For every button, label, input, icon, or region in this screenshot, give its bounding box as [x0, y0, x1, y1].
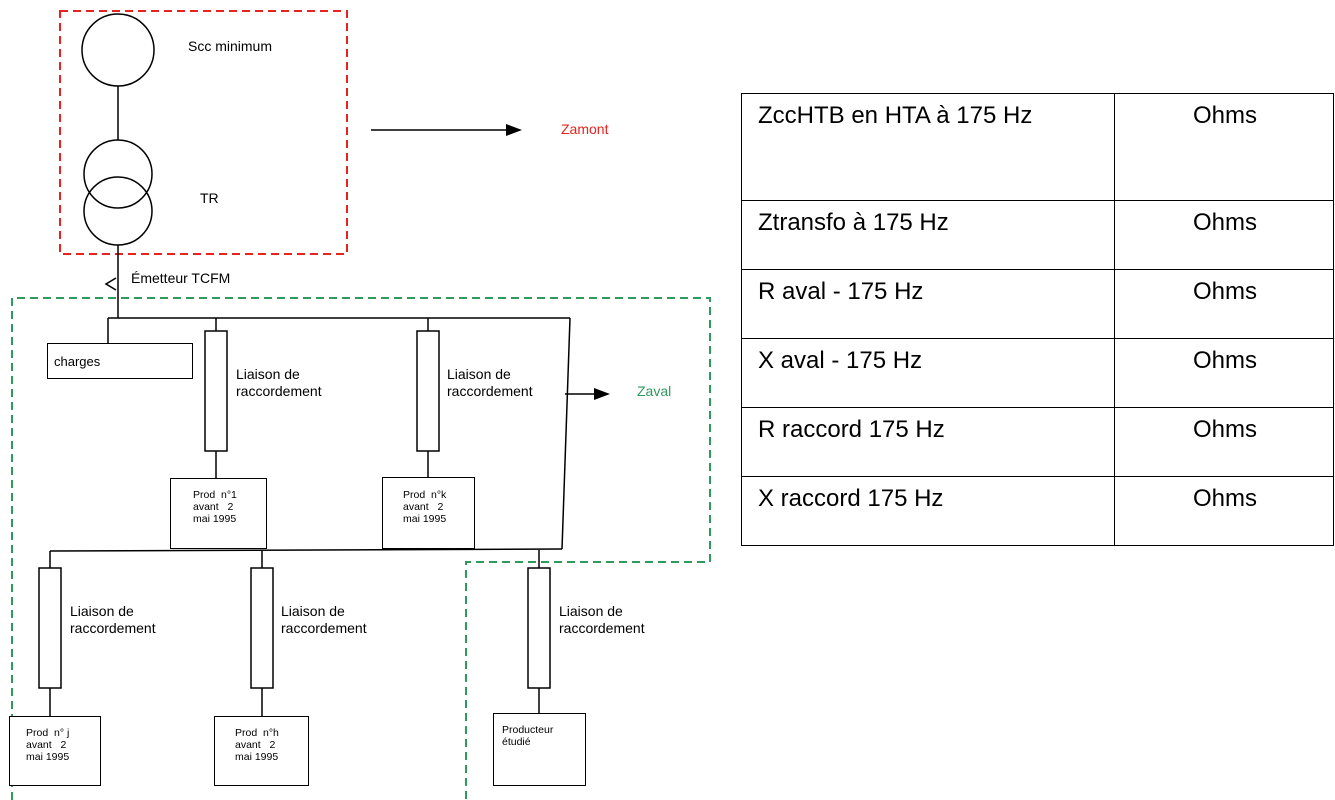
producer-4-line-2: avant 2 [235, 739, 276, 752]
producer-2-line-2: avant 2 [403, 501, 444, 514]
link-5-resistor [527, 567, 551, 689]
producer-3-line-2: avant 2 [26, 739, 67, 752]
link-1-resistor [204, 330, 228, 452]
zamont-arrow-head [506, 124, 522, 136]
producer-2-line-1: Prod n°k [403, 489, 447, 501]
table-row: R raccord 175 Hz Ohms [741, 407, 1334, 477]
producer-studied-line-1: Producteur [502, 724, 554, 736]
row-label: X aval - 175 Hz [741, 338, 1115, 408]
row-unit: Ohms [1114, 200, 1334, 270]
row-unit: Ohms [1114, 93, 1334, 201]
link-4-resistor [250, 567, 274, 689]
link-2-resistor [416, 330, 440, 452]
charges-label: charges [54, 354, 101, 369]
row-unit: Ohms [1114, 476, 1334, 546]
link-3-resistor [38, 567, 62, 689]
producer-3-line-1: Prod n° j [26, 727, 70, 739]
row-label: R raccord 175 Hz [741, 407, 1115, 477]
transformer-primary-circle [83, 139, 153, 209]
row-unit: Ohms [1114, 269, 1334, 339]
source-circle [81, 13, 155, 87]
network-diagram [11, 10, 711, 800]
row-unit: Ohms [1114, 338, 1334, 408]
row-label: X raccord 175 Hz [741, 476, 1115, 546]
producer-3-line-3: mai 1995 [26, 751, 70, 764]
right-riser [561, 317, 571, 550]
producer-2-line-3: mai 1995 [403, 513, 447, 526]
producer-1-line-2: avant 2 [193, 501, 234, 514]
zaval-arrow-head [594, 388, 610, 400]
zamont-label: Zamont [561, 121, 609, 137]
table-row: Ztransfo à 175 Hz Ohms [741, 200, 1334, 270]
impedance-table: ZccHTB en HTA à 175 Hz Ohms Ztransfo à 1… [741, 93, 1334, 546]
producer-4-line-3: mai 1995 [235, 751, 279, 764]
row-unit: Ohms [1114, 407, 1334, 477]
table-row: ZccHTB en HTA à 175 Hz Ohms [741, 93, 1334, 201]
downstream-zone-border [11, 297, 711, 800]
charges-box: charges [47, 343, 193, 379]
producer-1-line-3: mai 1995 [193, 513, 237, 526]
table-row: R aval - 175 Hz Ohms [741, 269, 1334, 339]
producer-4-line-1: Prod n°h [235, 727, 279, 739]
producer-1-line-1: Prod n°1 [193, 489, 237, 501]
transformer-secondary-circle [83, 176, 153, 246]
row-label: ZccHTB en HTA à 175 Hz [741, 93, 1115, 201]
source-label: Scc minimum [188, 38, 273, 54]
transformer-label: TR [200, 190, 219, 206]
emitter-symbol [104, 277, 117, 291]
emitter-label: Émetteur TCFM [131, 270, 231, 286]
lower-bus [49, 548, 563, 552]
producer-studied-line-2: étudié [502, 736, 531, 749]
zaval-label: Zaval [637, 383, 672, 399]
row-label: R aval - 175 Hz [741, 269, 1115, 339]
table-row: X aval - 175 Hz Ohms [741, 338, 1334, 408]
row-label: Ztransfo à 175 Hz [741, 200, 1115, 270]
table-row: X raccord 175 Hz Ohms [741, 476, 1334, 546]
upstream-zone-border [59, 10, 348, 255]
